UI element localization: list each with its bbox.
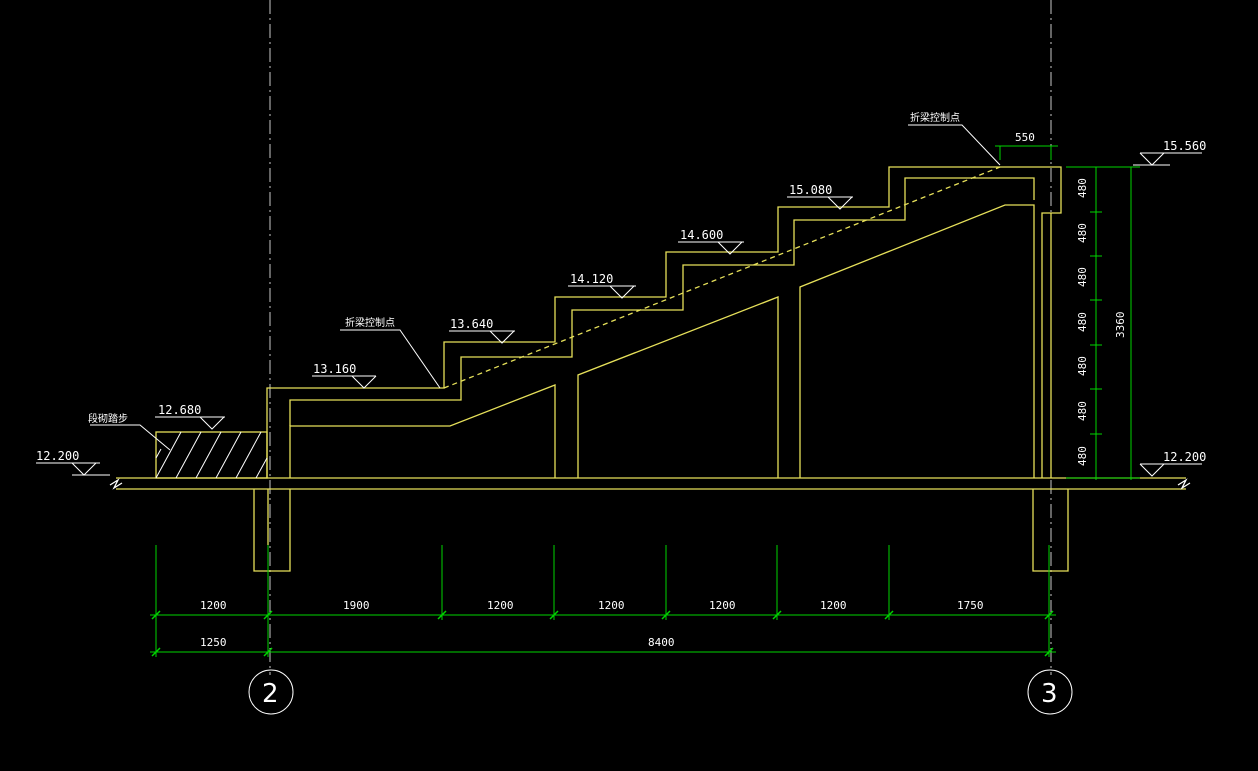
dim-1200-e: 1200 [820,599,847,612]
dim-8400: 8400 [648,636,675,649]
elevation-marks [36,124,1202,477]
note-stair: 段砌踏步 [88,412,128,425]
axis-label-3: 3 [1041,679,1058,709]
dim-480-4: 480 [1076,312,1089,332]
axis-bubble-3: 3 [1027,669,1073,715]
elev-step4: 14.600 [680,228,723,242]
dim-1200-d: 1200 [709,599,736,612]
dim-480-7: 480 [1076,446,1089,466]
dim-550: 550 [1015,131,1035,144]
elev-step1: 13.160 [313,362,356,376]
dim-1200-b: 1200 [487,599,514,612]
elev-ground-right: 12.200 [1163,450,1206,464]
dim-1200-a: 1200 [200,599,227,612]
elev-step3: 14.120 [570,272,613,286]
dim-1900: 1900 [343,599,370,612]
dim-480-6: 480 [1076,401,1089,421]
axis-bubble-2: 2 [248,669,294,715]
elev-ground-left: 12.200 [36,449,79,463]
dim-1250: 1250 [200,636,227,649]
dim-3360: 3360 [1114,312,1127,339]
note-beam-right: 折梁控制点 [910,111,960,124]
axis-label-2: 2 [262,679,279,709]
dim-480-5: 480 [1076,356,1089,376]
landing-hatch [155,431,268,479]
elev-step2: 13.640 [450,317,493,331]
dimension-lines [150,145,1140,657]
dimension-labels: 1200 1900 1200 1200 1200 1200 1750 1250 … [200,131,1127,649]
dim-480-1: 480 [1076,178,1089,198]
dim-480-3: 480 [1076,267,1089,287]
elev-top: 15.560 [1163,139,1206,153]
dim-480-2: 480 [1076,223,1089,243]
note-beam-left: 折梁控制点 [345,316,395,329]
elev-landing: 12.680 [158,403,201,417]
elevation-labels: 12.200 12.680 13.160 13.640 14.120 14.60… [36,111,1206,464]
dim-1750: 1750 [957,599,984,612]
elev-step5: 15.080 [789,183,832,197]
axis-lines [269,0,1052,675]
stair-structure [109,166,1191,572]
dim-1200-c: 1200 [598,599,625,612]
